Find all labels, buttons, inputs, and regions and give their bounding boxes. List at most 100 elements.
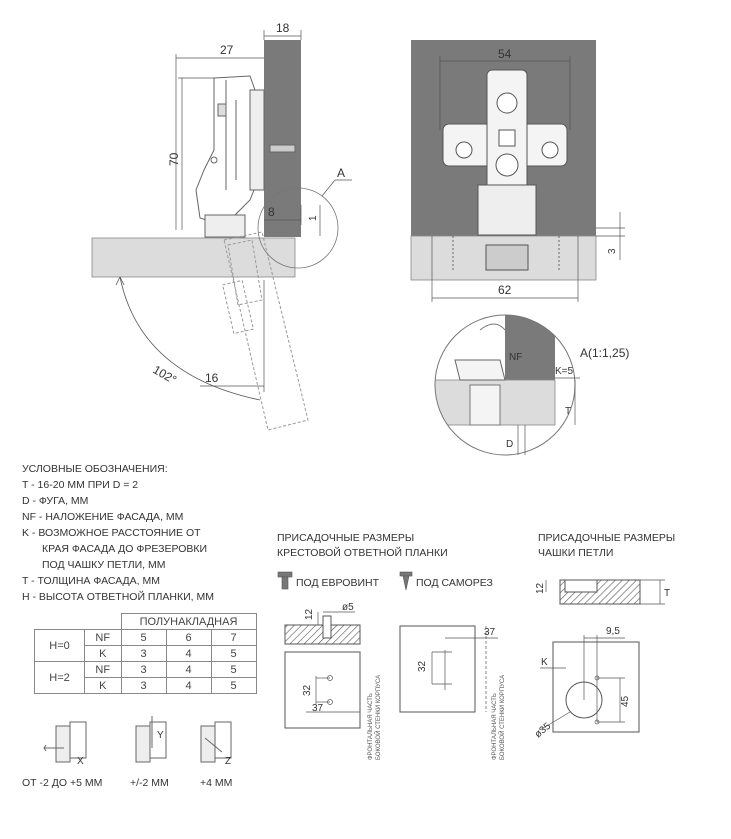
cross-note-2b: БОКОВОЙ СТЕНКИ КОРПУСА: [498, 675, 506, 760]
cross-d37b: 37: [484, 627, 496, 638]
detail-title: A(1:1,25): [580, 346, 629, 360]
adjust-y-caption: +/-2 ММ: [130, 777, 169, 789]
legend-line-3: NF - НАЛОЖЕНИЕ ФАСАДА, ММ: [22, 511, 183, 523]
dim-18: [263, 30, 302, 40]
table-h0: H=0: [34, 629, 85, 662]
dim-3-label: 3: [607, 248, 618, 254]
table-param: NF: [84, 661, 122, 678]
dim-62-label: 62: [498, 283, 512, 297]
dim-3: [596, 212, 625, 260]
cup-d95: 9,5: [606, 626, 620, 637]
cup-k: K: [541, 657, 548, 668]
cup-d45: 45: [620, 695, 631, 707]
dim-27-label: 27: [220, 43, 234, 57]
dim-1-label: 1: [308, 215, 319, 221]
cup-t: T: [664, 588, 670, 599]
cup-title-2: ЧАШКИ ПЕТЛИ: [538, 547, 613, 559]
adjust-x: [43, 721, 87, 763]
table-cell: 4: [165, 661, 212, 678]
detail-d-label: D: [506, 439, 513, 450]
dim-8: [264, 205, 302, 225]
legend-line-1: T - 16-20 ММ ПРИ D = 2: [22, 479, 138, 491]
table-cell: 5: [210, 645, 257, 662]
adjust-z: [200, 721, 232, 763]
hinge-arm-side: [195, 75, 296, 238]
cross-mounting-plate: [442, 69, 568, 271]
table-cell: 5: [210, 677, 257, 694]
adjust-x-label: X: [77, 756, 84, 767]
cross-plate-euro: [284, 651, 361, 729]
detail-callout-label: A: [337, 166, 345, 180]
legend-line-5: КРАЯ ФАСАДА ДО ФРЕЗЕРОВКИ: [42, 543, 207, 555]
dim-70-label: 70: [167, 152, 181, 166]
table-param: K: [84, 645, 122, 662]
wood-screw-label: ПОД САМОРЕЗ: [416, 577, 493, 589]
dim-27: [175, 54, 264, 230]
cabinet-side-panel: [264, 40, 301, 237]
detail-t-label: T: [565, 406, 571, 417]
detail-k5-label: K=5: [555, 366, 574, 377]
cup-d12: 12: [535, 582, 546, 594]
cross-d32a: 32: [302, 684, 313, 696]
dim-54-label: 54: [498, 47, 512, 61]
table-cell: 5: [210, 661, 257, 678]
cross-plate-title-1: ПРИСАДОЧНЫЕ РАЗМЕРЫ: [277, 532, 414, 544]
legend-line-6: ПОД ЧАШКУ ПЕТЛИ, ММ: [42, 559, 165, 571]
adjust-y: [135, 716, 167, 763]
legend-line-4: K - ВОЗМОЖНОЕ РАССТОЯНИЕ ОТ: [22, 527, 201, 539]
front-view: 54 62 3: [410, 40, 625, 302]
dim-16: [200, 280, 265, 392]
dim-62: [431, 236, 579, 302]
cross-d12: 12: [304, 608, 315, 620]
table-cell: 7: [210, 629, 257, 646]
dim-54: [439, 56, 571, 130]
overlay-table: ПОЛУНАКЛАДНАЯ H=0 NF 5 6 7 K 3 4 5 H=2 N…: [34, 613, 257, 694]
adjust-y-label: Y: [157, 730, 164, 741]
opening-angle-arc: [119, 276, 261, 401]
euro-screw-icon: [277, 571, 293, 590]
legend-line-8: H - ВЫСОТА ОТВЕТНОЙ ПЛАНКИ, ММ: [22, 590, 214, 603]
table-h2: H=2: [34, 661, 85, 694]
cup-title-1: ПРИСАДОЧНЫЕ РАЗМЕРЫ: [538, 532, 675, 544]
table-header: ПОЛУНАКЛАДНАЯ: [120, 613, 257, 630]
cross-plate-title-2: КРЕСТОВОЙ ОТВЕТНОЙ ПЛАНКИ: [277, 546, 448, 559]
cross-d32b: 32: [417, 660, 428, 672]
table-cell: 5: [120, 629, 167, 646]
cross-plate-drilling: ПРИСАДОЧНЫЕ РАЗМЕРЫ КРЕСТОВОЙ ОТВЕТНОЙ П…: [277, 532, 506, 760]
adjust-z-caption: +4 ММ: [200, 777, 232, 789]
cross-d37a: 37: [312, 703, 324, 714]
cross-d5: ø5: [342, 602, 354, 613]
table-param: K: [84, 677, 122, 694]
euro-screw-label: ПОД ЕВРОВИНТ: [296, 577, 380, 589]
table-cell: 3: [120, 661, 167, 678]
dim-8-label: 8: [268, 205, 275, 219]
table-cell: 3: [120, 677, 167, 694]
side-view: 18 27 70 8 1 A 102°: [91, 21, 352, 431]
adjust-x-caption: ОТ -2 ДО +5 ММ: [22, 777, 102, 789]
cross-note-2a: БОКОВОЙ СТЕНКИ КОРПУСА: [374, 675, 382, 760]
angle-102-label: 102°: [151, 362, 180, 387]
legend: УСЛОВНЫЕ ОБОЗНАЧЕНИЯ: T - 16-20 ММ ПРИ D…: [22, 463, 214, 603]
wood-screw-icon: [399, 571, 413, 591]
dowels-front: [452, 236, 560, 270]
detail-a: A(1:1,25) NF K=5 T D: [434, 314, 629, 456]
cup-drilling: ПРИСАДОЧНЫЕ РАЗМЕРЫ ЧАШКИ ПЕТЛИ 12 T 9,5: [533, 532, 675, 740]
legend-title: УСЛОВНЫЕ ОБОЗНАЧЕНИЯ:: [22, 463, 168, 475]
adjust-z-label: Z: [225, 756, 231, 767]
table-param: NF: [84, 629, 122, 646]
detail-callout-circle: [257, 187, 339, 269]
table-cell: 4: [165, 677, 212, 694]
table-cell: 3: [120, 645, 167, 662]
cross-note-1b: ФРОНТАЛЬНАЯ ЧАСТЬ: [492, 693, 498, 760]
cross-plate-screw: [399, 625, 476, 713]
dim-18-label: 18: [276, 21, 290, 35]
legend-line-7: T - ТОЛЩИНА ФАСАДА, ММ: [22, 575, 160, 587]
dim-16-label: 16: [205, 371, 219, 385]
legend-line-2: D - ФУГА, ММ: [22, 495, 88, 507]
dim-70: [178, 77, 214, 230]
door-open-position: [222, 231, 309, 431]
detail-nf-label: NF: [509, 352, 522, 363]
table-cell: 6: [165, 629, 212, 646]
cross-note-1a: ФРОНТАЛЬНАЯ ЧАСТЬ: [368, 693, 374, 760]
